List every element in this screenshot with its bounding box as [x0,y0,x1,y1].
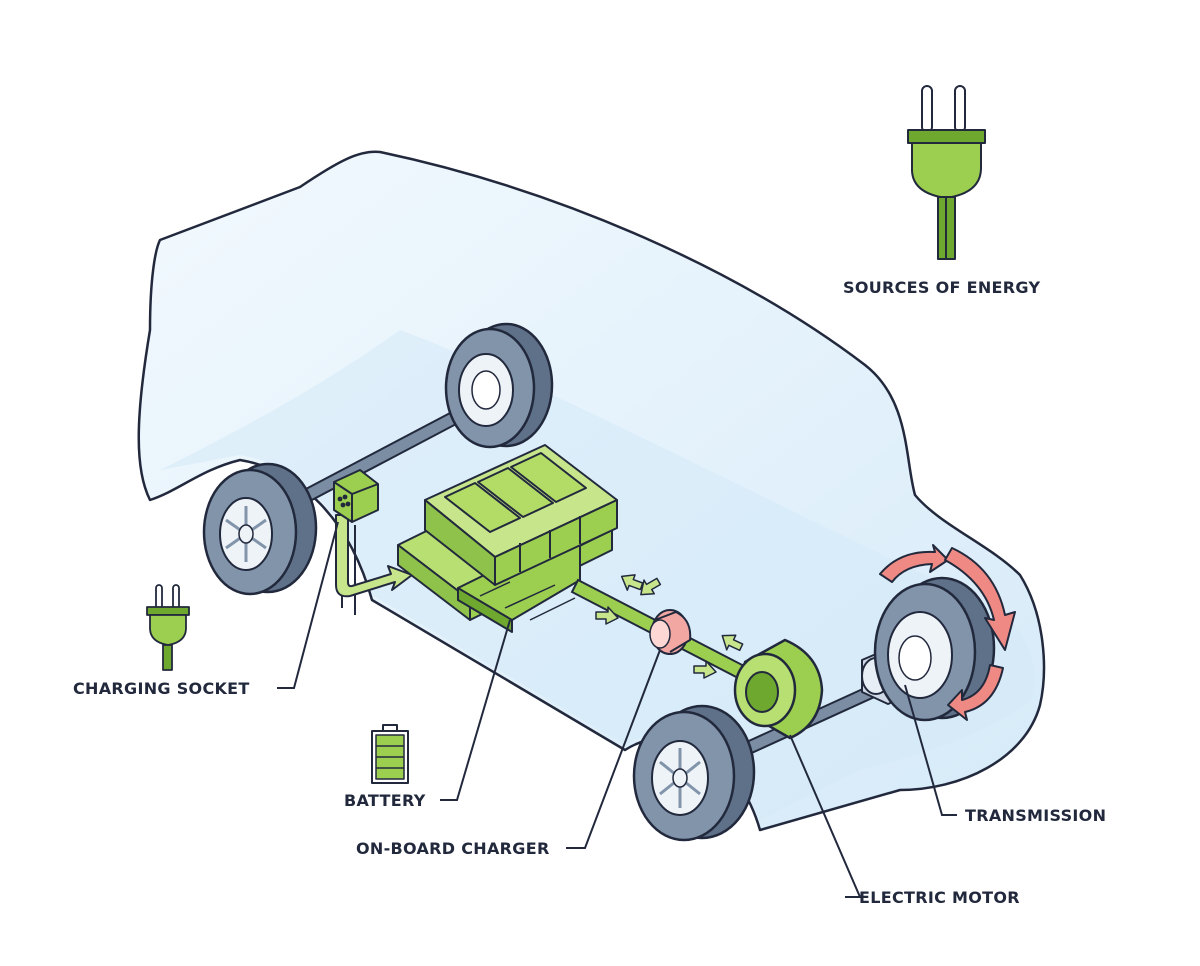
label-charging-socket: CHARGING SOCKET [73,679,250,698]
on-board-charger [649,609,692,655]
label-sources-of-energy: SOURCES OF ENERGY [843,278,1041,297]
front-left-wheel [632,704,756,842]
plug-icon [146,584,190,671]
rear-right-wheel [444,322,554,449]
rotation-arrow-icon [879,544,1016,721]
battery-icon [371,724,409,784]
rear-left-wheel [202,462,318,596]
leader-lines [277,521,957,898]
label-electric-motor: ELECTRIC MOTOR [859,888,1020,907]
battery-pack [397,444,618,633]
plug-icon [907,85,986,260]
leader-transmission [904,684,957,816]
leader-electric-motor [789,734,862,898]
front-right-wheel [873,576,996,722]
leader-on-board-charger [566,649,661,849]
electric-motor [733,638,824,740]
leader-charging-socket [277,521,339,689]
label-battery: BATTERY [344,791,426,810]
charging-socket-icon [333,469,413,615]
label-transmission: TRANSMISSION [965,806,1107,825]
leader-battery [440,619,511,801]
label-on-board-charger: ON-BOARD CHARGER [356,839,550,858]
flow-arrow-icon [595,574,744,679]
